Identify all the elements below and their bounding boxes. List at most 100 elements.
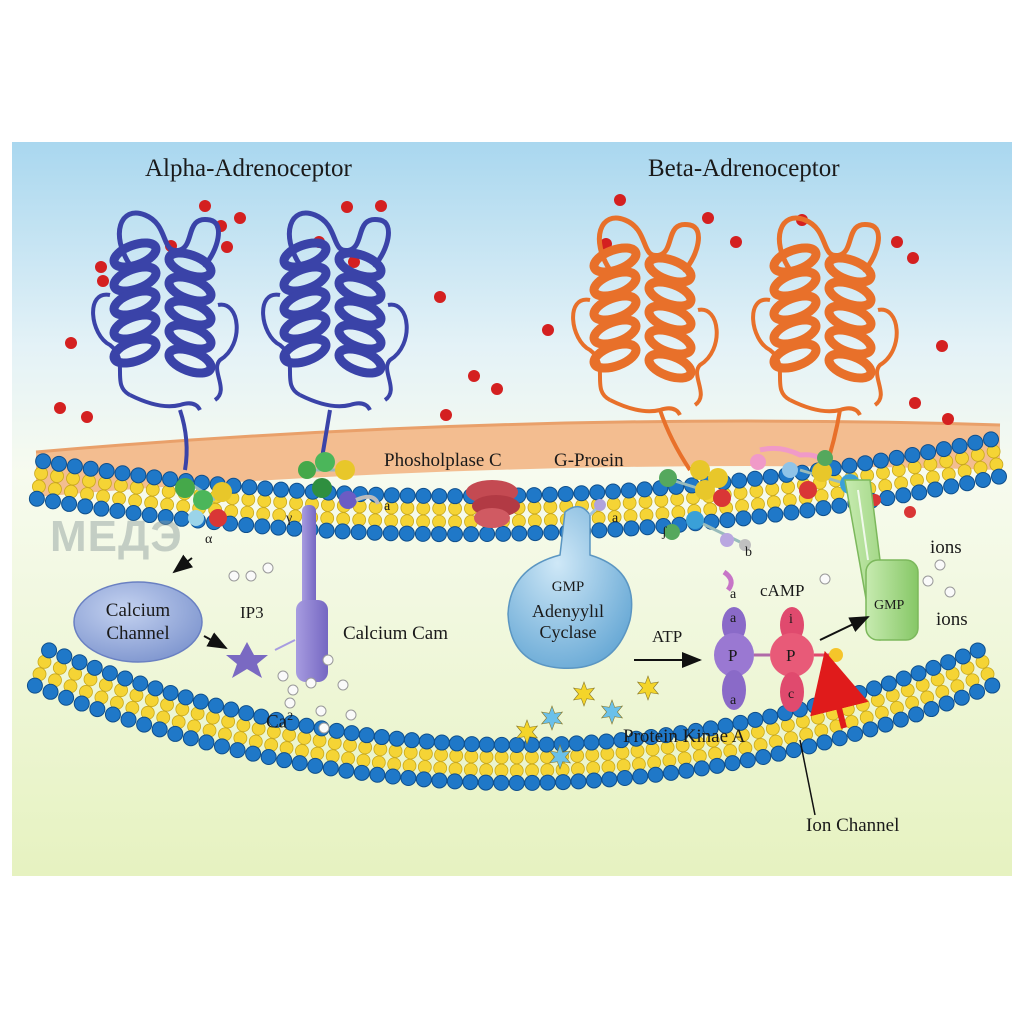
lipid-head: [968, 435, 983, 450]
lipid-head: [163, 472, 178, 487]
lipid-head: [292, 756, 307, 771]
lipid-head: [952, 438, 967, 453]
lipid-head: [909, 707, 924, 722]
lipid-head: [896, 671, 911, 686]
lipid-head: [991, 469, 1006, 484]
lipid-head: [528, 526, 543, 541]
lipid-head: [586, 773, 601, 788]
lipid-head: [694, 761, 709, 776]
alpha-gamma-letter: γ: [286, 512, 292, 526]
beta-adrenoceptor-title: Beta-Adrenoceptor: [648, 156, 840, 181]
lipid-head: [255, 519, 270, 534]
pka-c-letter: c: [788, 688, 794, 702]
g-protein-label: G-Proein: [554, 451, 624, 470]
calcium-ion-text: Ca: [266, 711, 287, 732]
watermark-logo: МЕДЭ: [50, 512, 183, 562]
ion-dot: [288, 685, 298, 695]
ion-dot: [229, 571, 239, 581]
lipid-head: [954, 690, 969, 705]
lipid-head: [494, 737, 509, 752]
lipid-head: [725, 756, 740, 771]
lipid-head: [648, 767, 663, 782]
lipid-head: [168, 726, 183, 741]
lipid-head: [842, 458, 857, 473]
alpha-adrenoceptor-title: Alpha-Adrenoceptor: [145, 156, 352, 181]
ligand-dot: [199, 200, 211, 212]
beta-s-letter: ʃ: [662, 526, 667, 540]
lipid-head: [351, 525, 366, 540]
ion-dot: [306, 678, 316, 688]
ion-dot: [945, 587, 955, 597]
lipid-head: [72, 655, 87, 670]
lipid-head: [525, 775, 540, 790]
lipid-head: [863, 722, 878, 737]
ligand-dot: [942, 413, 954, 425]
ligand-dot: [95, 261, 107, 273]
lipid-head: [448, 489, 463, 504]
ligand-dot: [234, 212, 246, 224]
lipid-head: [509, 738, 524, 753]
lipid-head: [385, 769, 400, 784]
ion-dot: [316, 706, 326, 716]
lipid-head: [763, 709, 778, 724]
lipid-head: [370, 767, 385, 782]
lipid-head: [374, 730, 389, 745]
lipid-head: [512, 526, 527, 541]
lipid-head: [99, 464, 114, 479]
lipid-head: [624, 521, 639, 536]
lipid-head: [74, 696, 89, 711]
lipid-head: [400, 488, 415, 503]
lipid-head: [679, 763, 694, 778]
lipid-head: [800, 503, 815, 518]
lipid-head: [817, 735, 832, 750]
ligand-dot: [54, 402, 66, 414]
lipid-head: [319, 523, 334, 538]
lipid-head: [183, 731, 198, 746]
lipid-head: [771, 746, 786, 761]
ligand-dot: [468, 370, 480, 382]
ion-dot: [319, 723, 329, 733]
lipid-head: [944, 479, 959, 494]
lipid-head: [389, 731, 404, 746]
lipid-head: [590, 485, 605, 500]
lipid-head: [816, 501, 831, 516]
adenylyl-label-line2: Cyclase: [512, 623, 624, 641]
lipid-head: [478, 775, 493, 790]
lipid-head: [832, 498, 847, 513]
lipid-head: [848, 726, 863, 741]
lipid-head: [45, 494, 60, 509]
lipid-head: [926, 660, 941, 675]
lipid-head: [984, 432, 999, 447]
lipid-head: [434, 735, 449, 750]
lipid-head: [415, 526, 430, 541]
lipid-head: [448, 527, 463, 542]
lipid-head: [344, 726, 359, 741]
lipid-head: [936, 442, 951, 457]
ligand-dot: [65, 337, 77, 349]
lipid-head: [621, 483, 636, 498]
lipid-head: [494, 775, 509, 790]
ion-dot: [323, 655, 333, 665]
lipid-head: [36, 454, 51, 469]
lipid-head: [323, 761, 338, 776]
lipid-head: [115, 466, 130, 481]
lipid-head: [544, 525, 559, 540]
lipid-head: [449, 736, 464, 751]
lipid-head: [768, 507, 783, 522]
beta-a-letter: a: [730, 588, 736, 602]
lipid-head: [87, 660, 102, 675]
lipid-head: [955, 649, 970, 664]
lipid-head: [339, 763, 354, 778]
lipid-head: [747, 471, 762, 486]
lipid-head: [239, 518, 254, 533]
lipid-head: [133, 676, 148, 691]
lipid-head: [308, 758, 323, 773]
lipid-head: [102, 666, 117, 681]
lipid-head: [224, 702, 239, 717]
lipid-head: [62, 496, 77, 511]
alpha-subunit-letter-1: α: [205, 533, 212, 547]
lipid-head: [911, 666, 926, 681]
ions-right-label: ions: [936, 610, 968, 629]
lipid-head: [43, 684, 58, 699]
